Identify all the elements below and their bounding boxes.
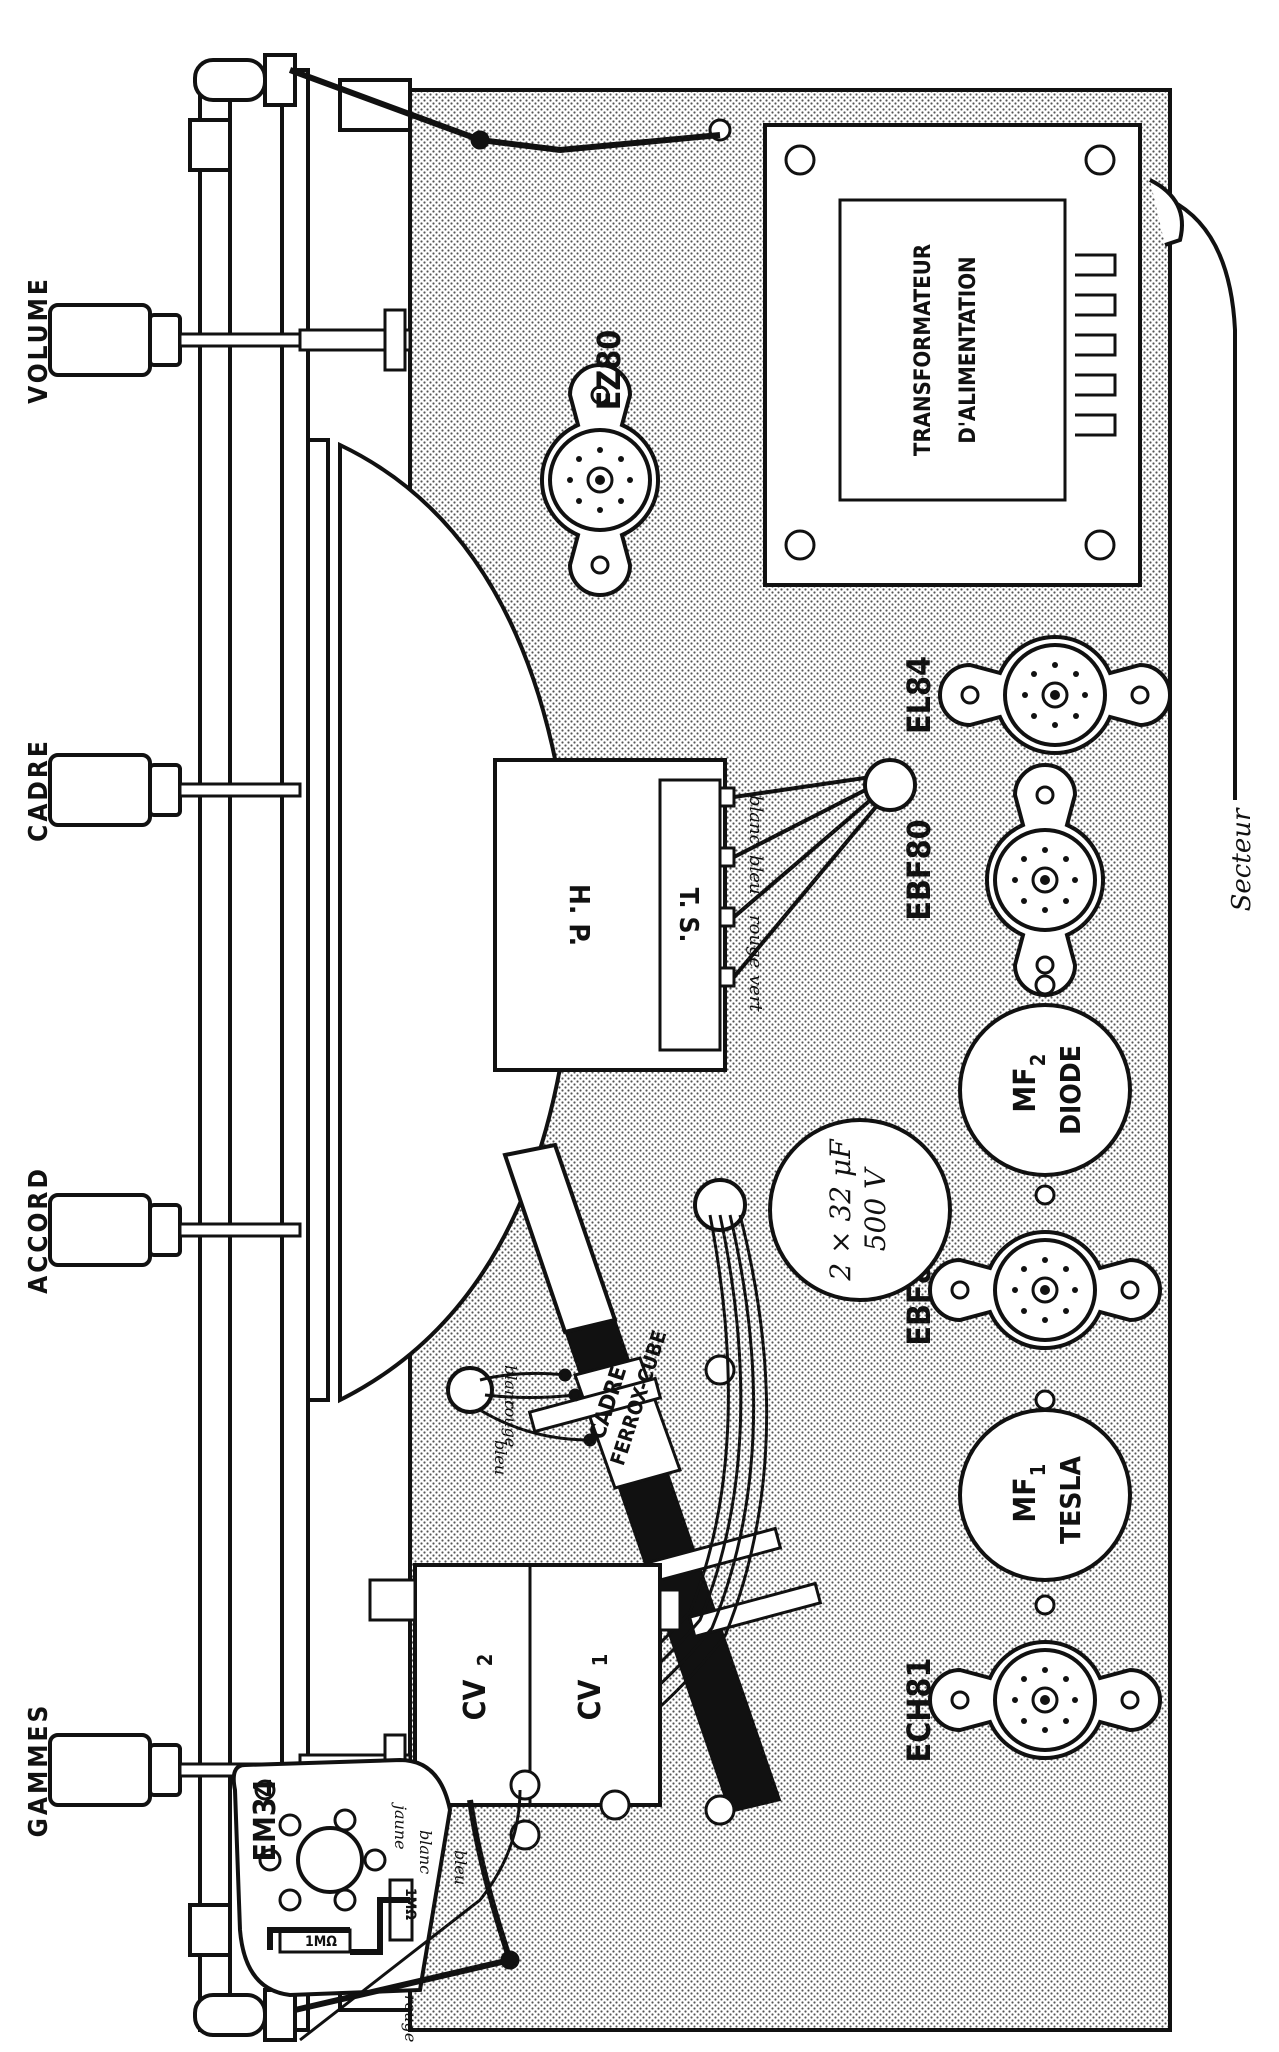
mf1-name: MF [1008, 1477, 1043, 1522]
knob-label-accord: ACCORD [24, 1166, 54, 1294]
mains-label: Secteur [1227, 807, 1257, 911]
em34-wire-jaune: jaune [391, 1802, 410, 1850]
capacitor-voltage: 500 V [859, 1166, 892, 1251]
mf2-type: DIODE [1054, 1045, 1087, 1135]
speaker-wires [732, 773, 892, 979]
mains-cable [1169, 198, 1237, 800]
em34-wire-rouge: rouge [401, 1995, 420, 2042]
speaker-label-ts: T. S. [673, 888, 703, 943]
tube-label-ebf80-top: EBF80 [900, 819, 938, 920]
ferrite-wire-label-bleu: bleu [491, 1440, 510, 1475]
em34-wire-blanc: blanc [416, 1830, 435, 1874]
cv1-label: CV [573, 1680, 608, 1721]
tube-label-ez80: EZ80 [590, 330, 628, 411]
em34-wire-bleu: bleu [451, 1850, 470, 1885]
capacitor-value: 2 × 32 μF [824, 1138, 857, 1282]
chassis-holes [509, 1769, 736, 1851]
ferrite-wire-label-rouge: rouge [501, 1400, 520, 1447]
knob-volume [48, 303, 302, 377]
knob-accord [48, 1193, 302, 1267]
ground-wires [288, 67, 721, 2042]
knob-label-cadre: CADRE [24, 738, 54, 842]
knob-label-volume: VOLUME [24, 276, 54, 404]
mf1-sub: 1 [1026, 1464, 1050, 1477]
wire-label-bleu: bleu [745, 855, 766, 895]
cv2-label: CV [458, 1680, 493, 1721]
if-transformer-mf2: MF 2 DIODE [958, 1003, 1132, 1177]
filter-capacitor: 2 × 32 μF 500 V [768, 1118, 952, 1302]
grommet-top [863, 758, 917, 812]
if-transformer-mf1: MF 1 TESLA [958, 1408, 1132, 1582]
transformer-label-2: D'ALIMENTATION [956, 256, 981, 443]
tube-label-el84: EL84 [900, 656, 938, 734]
variable-capacitor: CV 2 CV 1 [368, 1563, 682, 1807]
power-transformer: TRANSFORMATEUR D'ALIMENTATION [763, 123, 1142, 587]
tube-label-em34: EM34 [248, 1779, 283, 1862]
knob-cadre [48, 753, 302, 827]
mf1-type: TESLA [1054, 1455, 1087, 1544]
cv1-sub: 1 [588, 1654, 612, 1667]
mf2-name: MF [1008, 1067, 1043, 1112]
wire-label-rouge: rouge [745, 915, 766, 968]
mf2-sub: 2 [1026, 1054, 1050, 1067]
ferrite-antenna: CADRE FERROX-CUBE [502, 1142, 823, 1814]
transformer-label-1: TRANSFORMATEUR [911, 244, 936, 456]
knob-label-gammes: GAMMES [24, 1703, 54, 1838]
wire-label-vert: vert [745, 975, 766, 1012]
grommet-bottom [693, 1178, 747, 1232]
resistor-label-1: 1MΩ [305, 1934, 337, 1950]
speaker-label-hp: H. P. [563, 884, 596, 946]
ferrite-wire-label-blanc: blanc [501, 1365, 520, 1409]
tube-label-ech81: ECH81 [900, 1658, 938, 1763]
output-transformer: H. P. T. S. [493, 758, 736, 1072]
resistor-label-2: 1MΩ [402, 1888, 418, 1920]
ferrite-wires [446, 1366, 597, 1447]
wire-label-blanc: blanc [745, 795, 766, 845]
cv2-sub: 2 [473, 1654, 497, 1667]
em34-board: 1MΩ 1MΩ EM34 [231, 1757, 453, 1998]
